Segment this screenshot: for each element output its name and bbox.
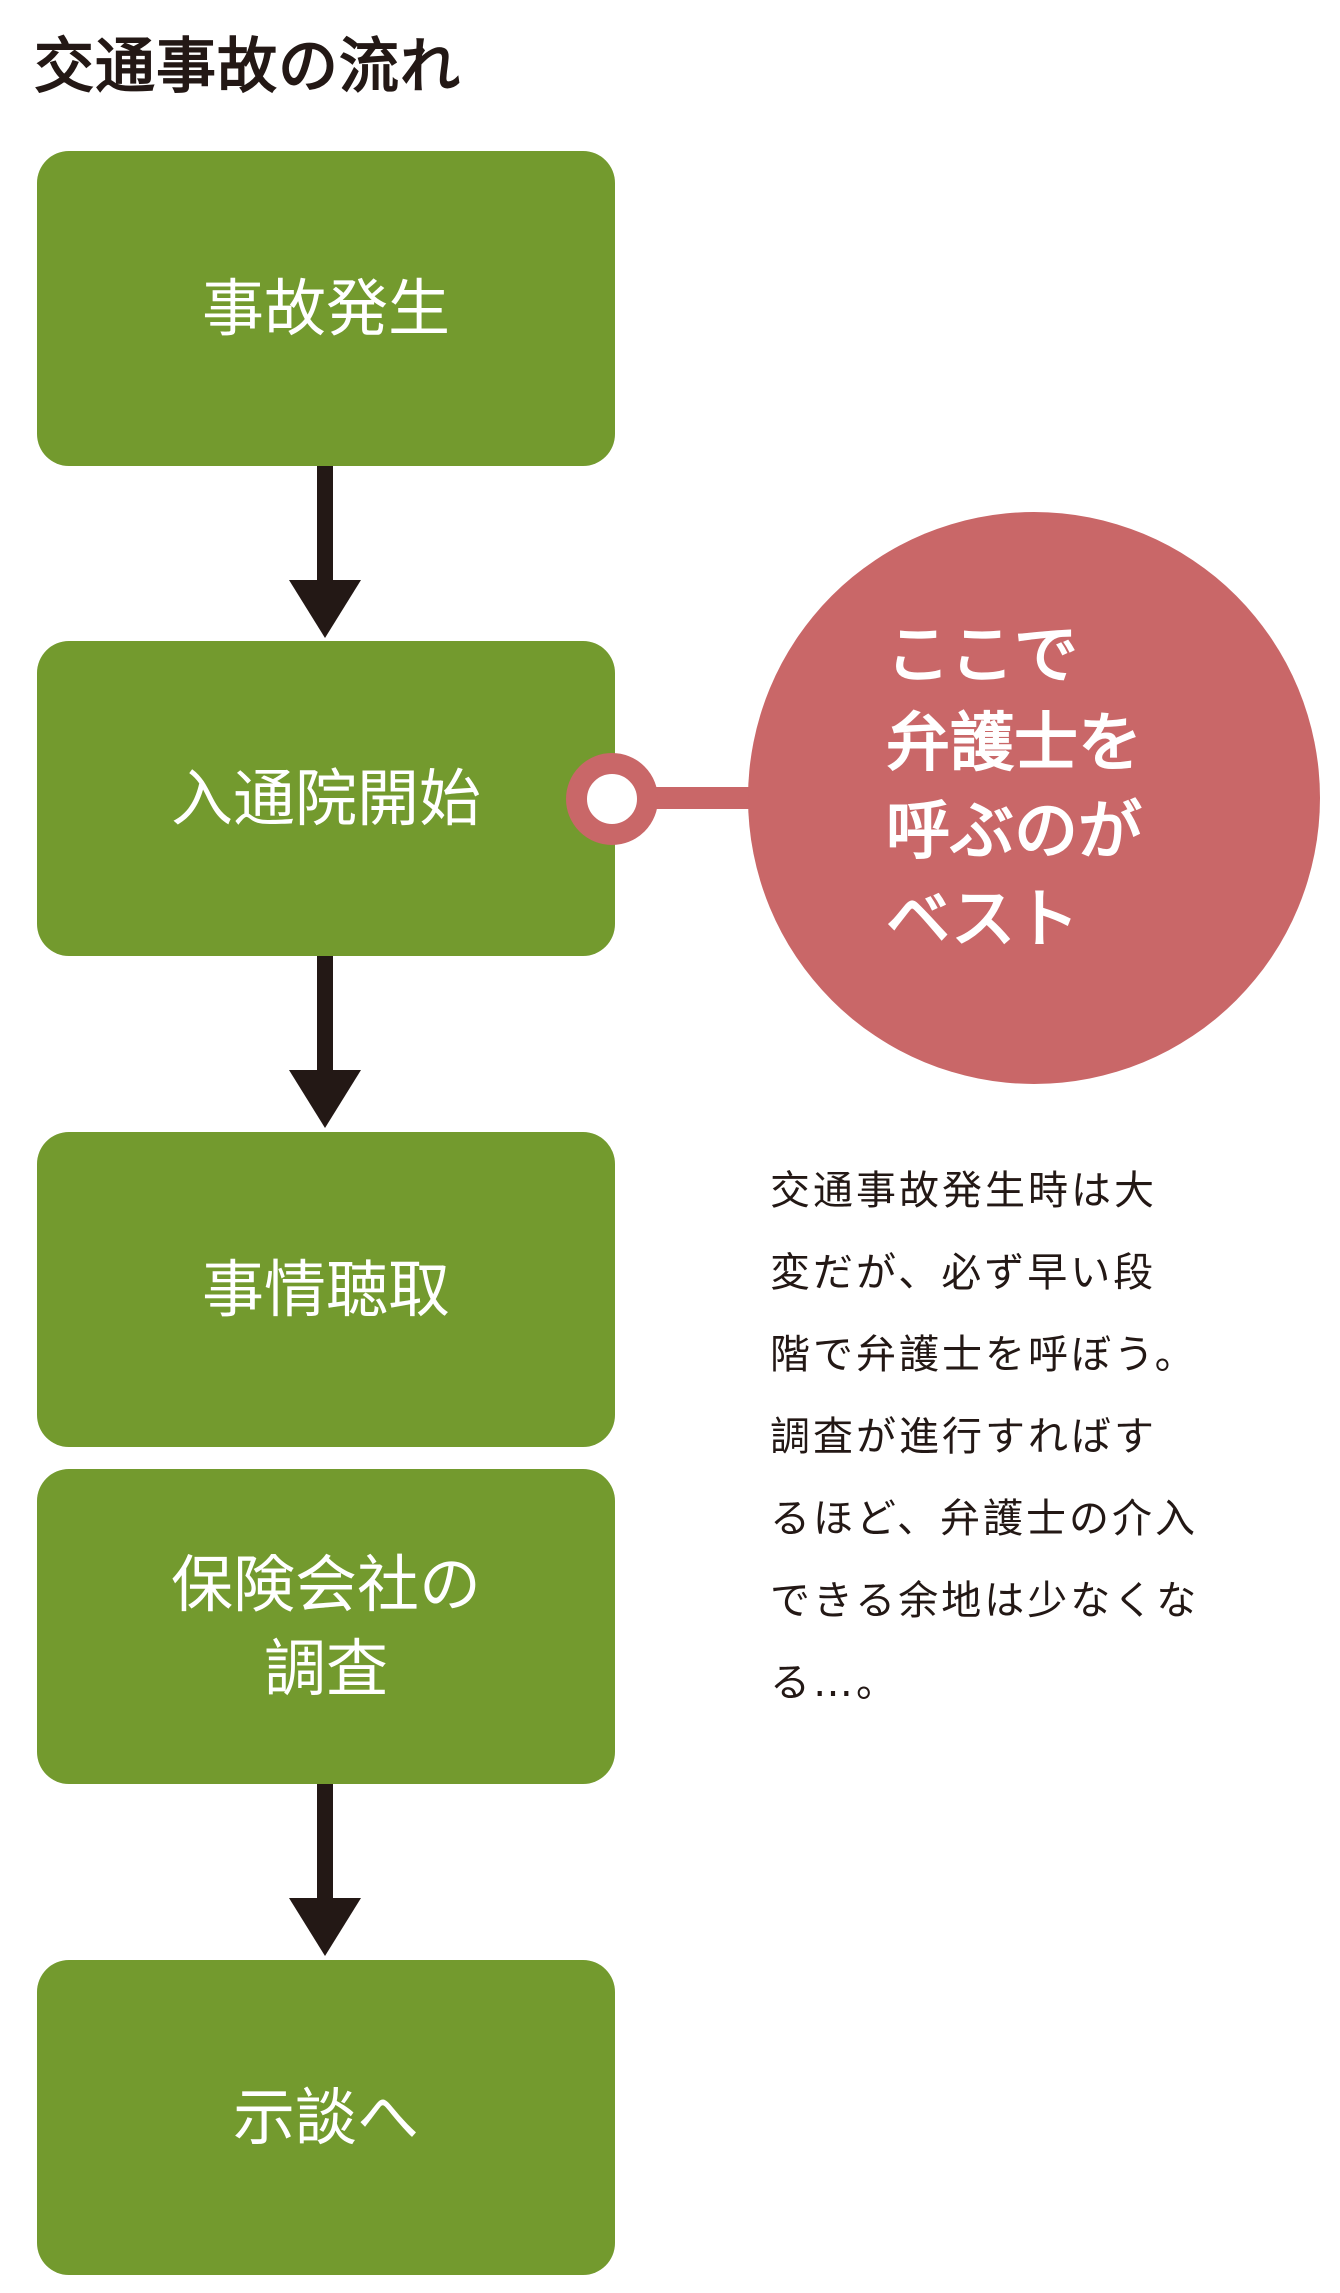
step-hospital-visit: 入通院開始 [37,641,615,956]
step-label: 示談へ [232,2080,419,2154]
arrow-down-icon [289,466,361,638]
arrow-down-icon [289,956,361,1128]
callout-circle: ここで 弁護士を 呼ぶのが ベスト [748,512,1320,1084]
arrow-down-icon [289,1784,361,1956]
step-settlement: 示談へ [37,1960,615,2275]
step-label: 入通院開始 [170,761,481,835]
note-line: できる余地は少なくな [770,1578,1200,1624]
note-line: 変だが、必ず早い段 [770,1250,1157,1296]
step-label: 事情聴取 [201,1252,450,1326]
step-label: 保険会社の 調査 [170,1547,481,1705]
note-paragraph: 交通事故発生時は大 変だが、必ず早い段 階で弁護士を呼ぼう。 調査が進行すればす… [770,1150,1290,1724]
diagram-title: 交通事故の流れ [34,32,461,102]
note-line: 階で弁護士を呼ぼう。 [770,1332,1198,1378]
step-insurance-investigation: 保険会社の 調査 [37,1469,615,1784]
note-line: 調査が進行すればす [770,1414,1157,1460]
note-line: るほど、弁護士の介入 [770,1496,1198,1542]
note-line: 交通事故発生時は大 [770,1168,1157,1214]
callout-text: ここで 弁護士を 呼ぶのが ベスト [886,619,1142,957]
step-interview: 事情聴取 [37,1132,615,1447]
step-label: 事故発生 [201,271,450,345]
connector-ring-icon [566,753,658,845]
note-line: る…。 [770,1660,899,1706]
step-accident: 事故発生 [37,151,615,466]
